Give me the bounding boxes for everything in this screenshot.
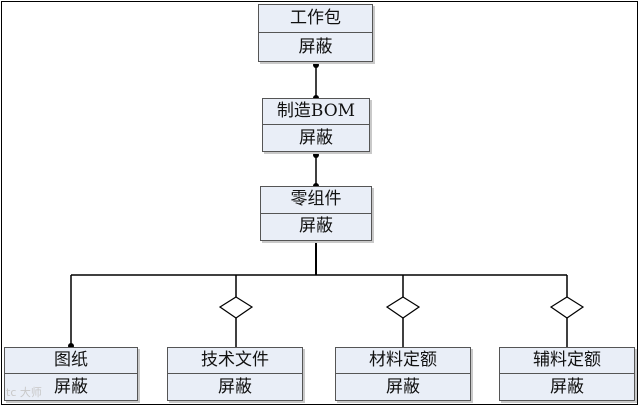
node-assembly: 零组件 屏蔽 xyxy=(260,186,372,241)
link-end-dot xyxy=(313,152,319,158)
node-aux-material-quota: 辅料定额 屏蔽 xyxy=(499,347,635,401)
node-mbom: 制造BOM 屏蔽 xyxy=(262,98,370,152)
node-title: 工作包 xyxy=(259,5,372,33)
node-attribute: 屏蔽 xyxy=(218,376,252,397)
node-title: 零组件 xyxy=(261,187,371,214)
node-work-package: 工作包 屏蔽 xyxy=(258,4,373,62)
node-attribute: 屏蔽 xyxy=(298,36,333,57)
node-attribute: 屏蔽 xyxy=(386,376,420,397)
node-attribute: 屏蔽 xyxy=(54,376,88,397)
watermark: tc 大师 xyxy=(6,386,42,399)
aggregation-diamond xyxy=(385,296,421,319)
node-title: 图纸 xyxy=(5,348,137,374)
node-material-quota: 材料定额 屏蔽 xyxy=(335,347,471,401)
node-title: 材料定额 xyxy=(336,348,470,374)
aggregation-diamond xyxy=(549,296,585,319)
node-attribute: 屏蔽 xyxy=(550,376,584,397)
link-end-dot xyxy=(313,62,319,68)
node-tech-doc: 技术文件 屏蔽 xyxy=(167,347,303,401)
node-attribute: 屏蔽 xyxy=(299,216,333,237)
node-title: 辅料定额 xyxy=(500,348,634,374)
node-title: 制造BOM xyxy=(263,99,369,125)
node-title: 技术文件 xyxy=(168,348,302,374)
aggregation-diamond xyxy=(218,296,254,319)
node-attribute: 屏蔽 xyxy=(299,127,333,148)
node-drawing: 图纸 屏蔽 xyxy=(4,347,138,401)
